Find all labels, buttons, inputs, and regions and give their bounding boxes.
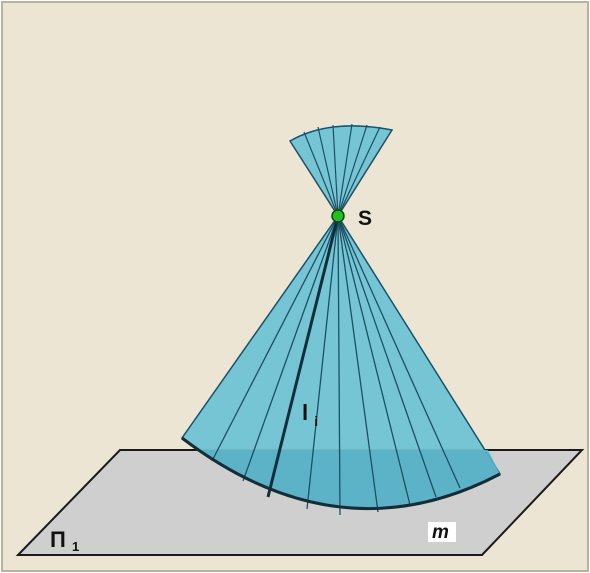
generator-line bbox=[337, 123, 353, 217]
plane-label-sub: 1 bbox=[72, 539, 79, 554]
generator-line bbox=[211, 215, 339, 462]
generator-line bbox=[337, 215, 379, 513]
generator-label-sub: i bbox=[314, 413, 318, 429]
generator-line bbox=[317, 126, 339, 217]
lower-nappe-shadow bbox=[182, 438, 500, 509]
generator-line bbox=[332, 124, 339, 217]
generator-li bbox=[266, 215, 340, 498]
generator-line bbox=[337, 215, 461, 489]
plane-label-main: П bbox=[50, 527, 66, 552]
plane-label: П 1 bbox=[50, 527, 79, 554]
upper-nappe bbox=[288, 125, 394, 218]
generator-line bbox=[337, 215, 411, 506]
generator-label-main: l bbox=[302, 400, 308, 425]
lower-generators bbox=[211, 215, 461, 516]
apex-point bbox=[331, 209, 345, 223]
apex-label: S bbox=[358, 207, 372, 230]
curve-label: m bbox=[432, 522, 449, 543]
generator-line bbox=[337, 124, 368, 217]
generator-line bbox=[337, 215, 341, 516]
generator-line bbox=[306, 215, 339, 510]
generator-label: l i bbox=[302, 400, 318, 429]
upper-generators bbox=[303, 123, 381, 217]
generator-line bbox=[303, 131, 339, 217]
generator-line bbox=[337, 126, 381, 217]
curve-m bbox=[181, 436, 501, 511]
generator-line bbox=[242, 215, 339, 482]
curve-label-box bbox=[428, 522, 456, 542]
generator-line bbox=[337, 215, 437, 498]
